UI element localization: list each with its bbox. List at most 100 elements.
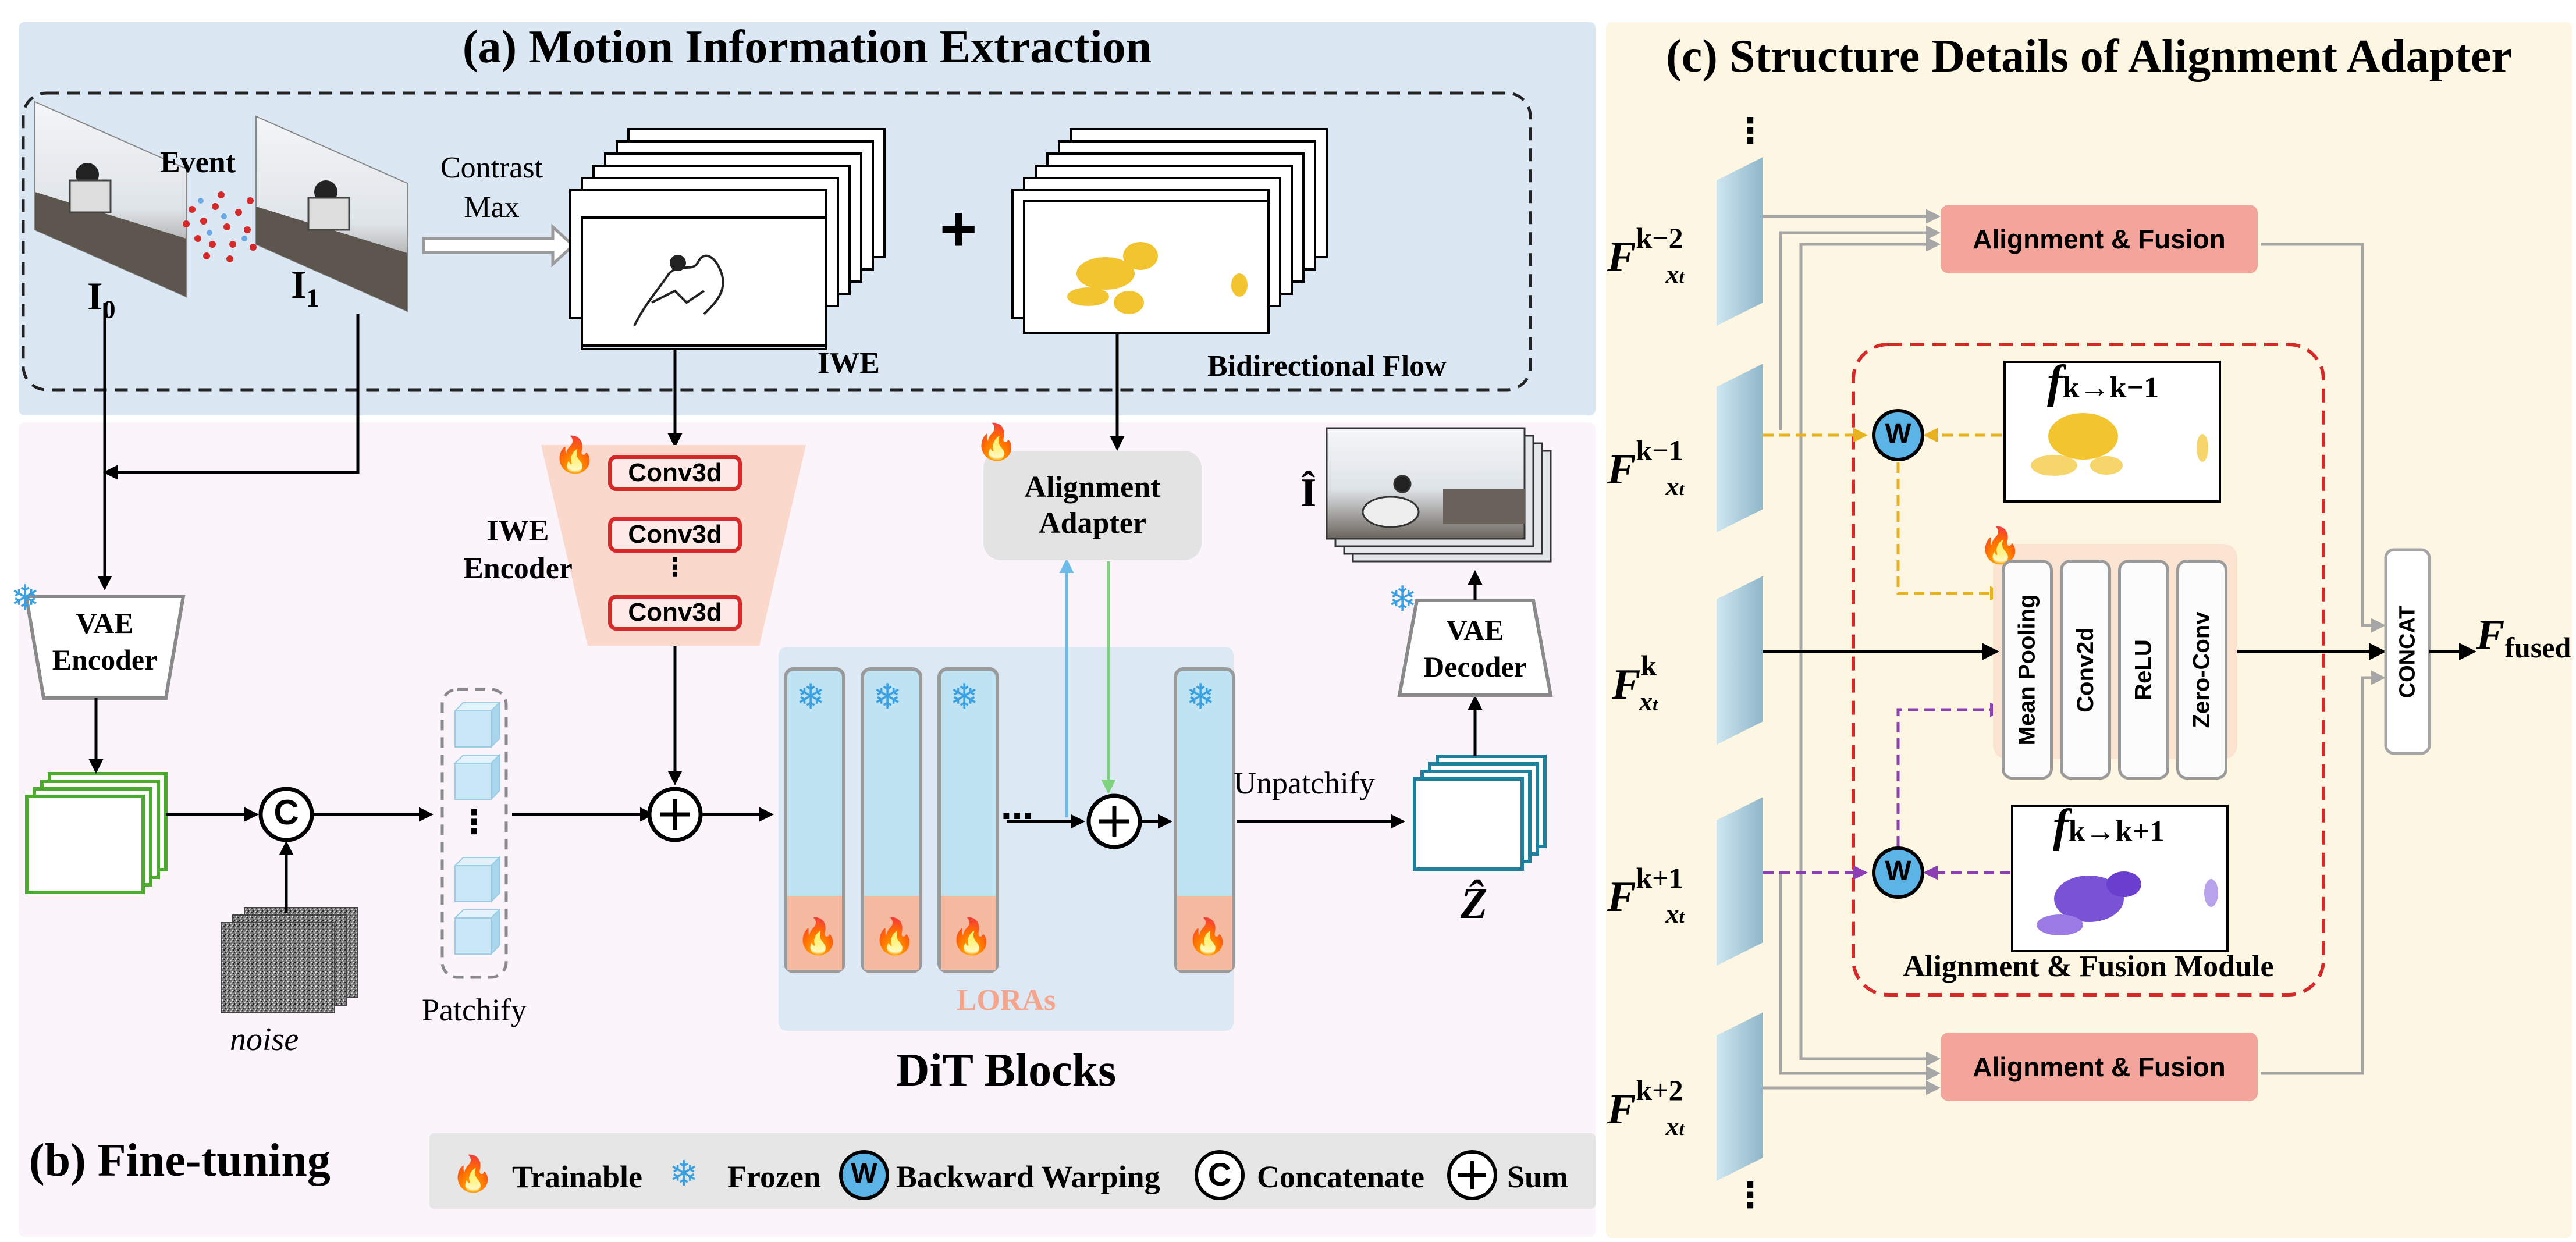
feature-map-k-1 bbox=[1717, 364, 1763, 532]
flow-image-next bbox=[2011, 805, 2229, 952]
dit-dots: ⋯ bbox=[1001, 798, 1033, 834]
legend-warp-label: Backward Warping bbox=[896, 1159, 1160, 1194]
flow-next-label: fk→k+1 bbox=[2053, 800, 2165, 852]
legend-concat-symbol: C bbox=[1207, 1156, 1232, 1193]
output-image-label: Î bbox=[1301, 471, 1317, 515]
dit-blocks bbox=[784, 667, 1235, 973]
frame-i1 bbox=[255, 115, 408, 312]
vae-decoder-shape bbox=[1397, 599, 1553, 697]
panel-c-title: (c) Structure Details of Alignment Adapt… bbox=[1666, 31, 2512, 82]
conv3d-layer-3: Conv3d bbox=[608, 595, 742, 631]
feature-label-k+1: Fk+1xt bbox=[1607, 862, 1685, 928]
dit-block-1-frozen-icon: ❄ bbox=[796, 678, 826, 716]
unpatchify-label: Unpatchify bbox=[1234, 766, 1375, 800]
legend-trainable-icon: 🔥 bbox=[451, 1155, 495, 1193]
vae-decoder-frozen-icon: ❄ bbox=[1388, 580, 1417, 618]
legend-trainable-label: Trainable bbox=[512, 1159, 643, 1194]
dit-block-4-frozen-icon: ❄ bbox=[1186, 678, 1216, 716]
loras-label: LORAs bbox=[956, 984, 1056, 1017]
legend-sum-label: Sum bbox=[1507, 1159, 1569, 1194]
legend-frozen-label: Frozen bbox=[727, 1159, 821, 1194]
legend-concat-circle bbox=[1195, 1150, 1245, 1200]
feature-label-k: Fkxt bbox=[1612, 649, 1658, 716]
iwe-stack bbox=[569, 128, 886, 347]
concat-box-label: CONCAT bbox=[2395, 605, 2419, 698]
feature-label-k+2: Fk+2xt bbox=[1607, 1074, 1685, 1141]
vae-encoder-frozen-icon: ❄ bbox=[10, 579, 40, 617]
feature-dots-bottom: ⋮ bbox=[1733, 1176, 1768, 1215]
layers-fire-icon: 🔥 bbox=[1978, 526, 2022, 565]
dit-block-2-frozen-icon: ❄ bbox=[873, 678, 903, 716]
i0-label: I0 bbox=[87, 274, 116, 324]
output-latent-label: Ẑ bbox=[1461, 879, 1488, 928]
concat-box-label-wrap: CONCAT bbox=[2386, 550, 2429, 753]
flow-image-prev bbox=[2003, 361, 2221, 503]
dit-block-1 bbox=[784, 667, 845, 973]
layer-mean-pooling: Mean Pooling bbox=[2002, 560, 2053, 780]
dit-block-4-fire-icon: 🔥 bbox=[1186, 917, 1230, 956]
feature-label-k-1: Fk−1xt bbox=[1607, 434, 1685, 501]
patchify-container bbox=[440, 688, 508, 979]
plus-symbol: + bbox=[940, 193, 978, 265]
bidirectional-flow-label: Bidirectional Flow bbox=[1207, 350, 1447, 383]
concat-circle bbox=[258, 787, 314, 842]
flow-foreground bbox=[1067, 242, 1248, 314]
dit-block-3-frozen-icon: ❄ bbox=[950, 678, 979, 716]
noise-stack bbox=[221, 907, 358, 1013]
warp-symbol-prev: W bbox=[1885, 418, 1911, 449]
flow-stack bbox=[1011, 128, 1328, 334]
patch-cubes bbox=[453, 701, 501, 956]
iwe-encoder-fire-icon: 🔥 bbox=[553, 436, 596, 474]
dit-block-3-fire-icon: 🔥 bbox=[950, 917, 993, 956]
dit-block-4 bbox=[1174, 667, 1235, 973]
i1-label: I1 bbox=[291, 262, 319, 312]
feature-map-k+2 bbox=[1717, 1012, 1763, 1181]
purple-warp-path bbox=[1763, 702, 2010, 880]
iwe-label: IWE bbox=[818, 347, 880, 380]
flow-prev-label: fk→k−1 bbox=[2047, 357, 2159, 408]
feature-map-k+1 bbox=[1717, 797, 1763, 966]
feature-label-k-2: Fk−2xt bbox=[1607, 222, 1685, 289]
layer-relu: ReLU bbox=[2118, 560, 2169, 780]
alignment-fusion-module-border bbox=[1852, 343, 2325, 997]
conv3d-layer-1: Conv3d bbox=[608, 455, 742, 491]
alignment-fusion-box-top: Alignment & Fusion bbox=[1941, 205, 2258, 273]
yellow-warp-path bbox=[1763, 428, 2005, 601]
conv3d-dots: ⋮ bbox=[662, 553, 688, 582]
latent-stack-teal bbox=[1413, 755, 1547, 871]
legend-concat-label: Concatenate bbox=[1257, 1159, 1424, 1194]
noise-label: noise bbox=[230, 1022, 299, 1058]
gray-connectors bbox=[1763, 209, 2386, 1095]
legend-background bbox=[429, 1133, 1596, 1209]
dit-block-3 bbox=[937, 667, 999, 973]
alignment-fusion-module-label: Alignment & Fusion Module bbox=[1903, 950, 2274, 983]
feature-maps bbox=[1717, 157, 1763, 1181]
output-frames bbox=[1326, 427, 1552, 563]
feature-dots-top: ⋮ bbox=[1733, 111, 1768, 150]
panel-a-title: (a) Motion Information Extraction bbox=[462, 22, 1152, 73]
legend-frozen-icon: ❄ bbox=[669, 1155, 699, 1193]
legend-warp-symbol: W bbox=[851, 1158, 877, 1189]
vae-encoder-shape bbox=[24, 595, 186, 700]
event-label: Event bbox=[160, 146, 236, 179]
concat-symbol: C bbox=[273, 793, 299, 832]
iwe-foreground bbox=[581, 216, 827, 350]
dit-block-2-fire-icon: 🔥 bbox=[873, 917, 916, 956]
warp-circle-prev bbox=[1872, 409, 1924, 461]
warp-symbol-next: W bbox=[1885, 856, 1911, 887]
legend-warp-circle bbox=[839, 1150, 889, 1200]
dit-blocks-label: DiT Blocks bbox=[896, 1045, 1117, 1096]
dit-block-2 bbox=[861, 667, 922, 973]
conv3d-layer-2: Conv3d bbox=[608, 517, 742, 553]
layer-zero-conv: Zero-Conv bbox=[2176, 560, 2227, 780]
panel-a-dashed-border bbox=[22, 91, 1532, 392]
patchify-label: Patchify bbox=[422, 992, 527, 1027]
i1-to-vae-arrow bbox=[103, 314, 360, 480]
warp-circle-next bbox=[1872, 846, 1924, 899]
